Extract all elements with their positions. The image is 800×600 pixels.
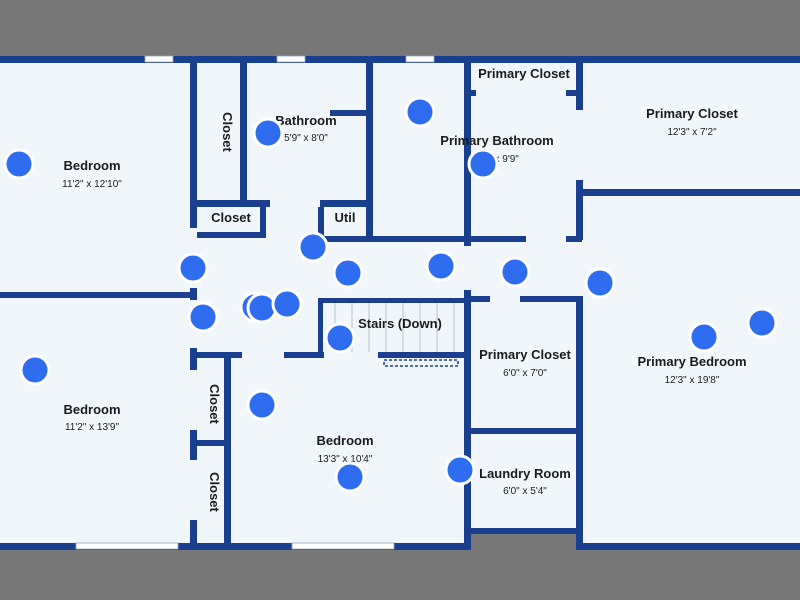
marker-pin[interactable] <box>252 117 284 149</box>
room-name-bedroom-bl: Bedroom <box>63 402 120 417</box>
room-name-primary-closet-mid: Primary Closet <box>479 347 571 362</box>
room-dim-primary-closet-mid: 6'0" x 7'0" <box>503 368 547 379</box>
room-name-laundry-room: Laundry Room <box>479 466 571 481</box>
marker-pin[interactable] <box>271 288 303 320</box>
marker-pin[interactable] <box>187 301 219 333</box>
room-name-primary-closet-small: Primary Closet <box>478 66 570 81</box>
room-name-primary-bathroom: Primary Bathroom <box>440 133 553 148</box>
room-name-bedroom-tl: Bedroom <box>63 158 120 173</box>
marker-pin[interactable] <box>404 96 436 128</box>
marker-pin[interactable] <box>584 267 616 299</box>
room-name-bathroom: Bathroom <box>275 113 336 128</box>
marker-pin[interactable] <box>332 257 364 289</box>
marker-pin[interactable] <box>19 354 51 386</box>
marker-pin[interactable] <box>688 321 720 353</box>
room-name-closet-h: Closet <box>211 210 251 225</box>
room-dim-bedroom-tl: 11'2" x 12'10" <box>62 179 122 190</box>
marker-pin[interactable] <box>246 292 278 324</box>
room-labels: Bedroom 11'2" x 12'10" Closet Bathroom 5… <box>62 66 746 513</box>
bottom-notch <box>470 532 580 552</box>
marker-pin[interactable] <box>246 389 278 421</box>
room-dim-bathroom: 5'9" x 8'0" <box>284 133 328 144</box>
marker-pin[interactable] <box>3 148 35 180</box>
room-name-primary-bedroom: Primary Bedroom <box>637 354 746 369</box>
marker-pin[interactable] <box>297 231 329 263</box>
marker-pin[interactable] <box>334 461 366 493</box>
marker-layer <box>3 96 778 493</box>
room-name-primary-closet-tr: Primary Closet <box>646 106 738 121</box>
room-dim-bedroom-bc: 13'3" x 10'4" <box>318 454 373 465</box>
marker-pin[interactable] <box>425 250 457 282</box>
room-dim-bedroom-bl: 11'2" x 13'9" <box>65 422 120 433</box>
stairs-treads <box>334 303 455 352</box>
marker-pin[interactable] <box>444 454 476 486</box>
room-name-util: Util <box>335 210 356 225</box>
room-name-bedroom-bc: Bedroom <box>316 433 373 448</box>
marker-pin[interactable] <box>467 148 499 180</box>
room-name-closet-v1: Closet <box>220 112 235 152</box>
room-name-stairs: Stairs (Down) <box>358 316 442 331</box>
room-dim-primary-bedroom: 12'3" x 19'8" <box>665 375 720 386</box>
marker-pin[interactable] <box>177 252 209 284</box>
room-dim-primary-closet-tr: 12'3" x 7'2" <box>667 127 717 138</box>
room-dim-laundry-room: 6'0" x 5'4" <box>503 486 547 497</box>
marker-pin[interactable] <box>746 307 778 339</box>
marker-pin[interactable] <box>324 322 356 354</box>
room-name-closet-v2: Closet <box>207 384 222 424</box>
stair-hatch <box>383 359 459 367</box>
windows <box>75 55 435 550</box>
room-name-closet-v3: Closet <box>207 472 222 512</box>
marker-pin[interactable] <box>499 256 531 288</box>
